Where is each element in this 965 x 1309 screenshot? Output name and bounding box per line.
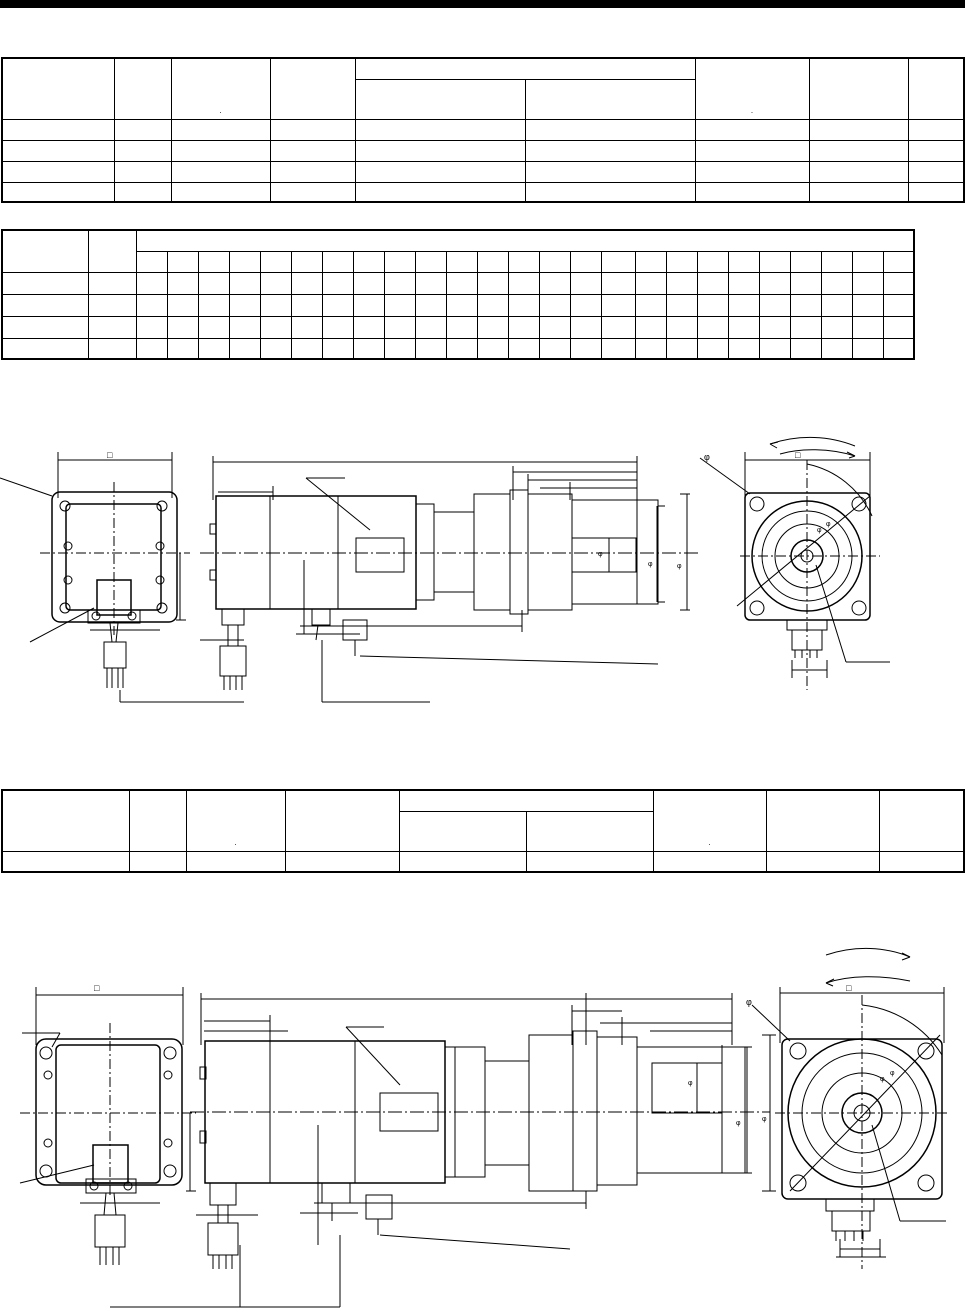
t1-header-7: . — [694, 57, 810, 120]
table-row — [1, 293, 915, 317]
t2-subheader — [352, 250, 385, 273]
t3-header-group — [398, 789, 654, 812]
t3-header-model — [1, 789, 130, 852]
phi-mark-c: φ — [746, 997, 752, 1007]
phi-mark-b2: φ — [736, 1120, 741, 1127]
spec-table-2: . . — [1, 789, 965, 873]
phi-mark-b3: φ — [762, 1116, 767, 1123]
t3-header-8 — [765, 789, 880, 852]
phi-mark-c2: φ — [817, 527, 822, 534]
square-mark-c: □ — [795, 450, 801, 460]
outline-drawing-2: □ □ φ φ φ φ φ φ — [19, 948, 950, 1308]
phi-mark-c3: φ — [826, 521, 831, 528]
phi-mark-c3: φ — [890, 1070, 895, 1077]
t2-subheader — [383, 250, 416, 273]
t1-header-4 — [269, 57, 356, 120]
t3-header-2 — [128, 789, 187, 852]
t2-subheader — [758, 250, 791, 273]
square-mark-a: □ — [107, 450, 113, 460]
table-row — [1, 315, 915, 339]
table-row — [1, 139, 965, 162]
t2-subheader — [665, 250, 698, 273]
t3-header-9 — [878, 789, 965, 852]
t2-subheader — [321, 250, 354, 273]
t1-header-8 — [808, 57, 909, 120]
t2-subheader — [569, 250, 602, 273]
t1-header-2 — [113, 57, 172, 120]
table-row — [1, 337, 915, 360]
phi-mark-c2: φ — [880, 1076, 885, 1083]
square-mark-c: □ — [846, 983, 852, 993]
t3-header-4 — [284, 789, 400, 852]
t2-subheader — [727, 250, 760, 273]
phi-mark-b1: φ — [598, 551, 603, 558]
t2-subheader — [290, 250, 323, 273]
t3-header-3: . — [185, 789, 286, 852]
t2-subheader — [476, 250, 509, 273]
phi-mark-b3: φ — [677, 563, 682, 570]
t2-subheader — [414, 250, 447, 273]
table-row — [1, 181, 965, 203]
table-row — [1, 118, 965, 141]
t2-subheader — [696, 250, 729, 273]
t1-header-model — [1, 57, 115, 120]
dimension-table — [1, 229, 916, 360]
t2-subheader — [820, 250, 853, 273]
table-row — [1, 271, 915, 295]
t2-subheader — [538, 250, 571, 273]
t2-subheader — [789, 250, 822, 273]
t2-subheader — [600, 250, 636, 273]
top-rule — [0, 0, 965, 8]
phi-mark-c: φ — [704, 452, 710, 462]
t1-header-9 — [907, 57, 965, 120]
outline-drawing-1: □ □ φ φ φ φ φ φ — [0, 437, 890, 703]
t3-header-7: . — [652, 789, 767, 852]
t2-subheader — [259, 250, 292, 273]
t3-header-5 — [398, 810, 527, 852]
t2-header-model — [1, 229, 89, 273]
t3-header-6 — [525, 810, 654, 852]
t2-subheader — [882, 250, 915, 273]
phi-mark-b2: φ — [648, 561, 653, 568]
t1-header-3: . — [170, 57, 271, 120]
t1-header-5 — [354, 78, 526, 120]
t2-subheader — [135, 250, 168, 273]
t2-subheader — [228, 250, 261, 273]
t1-header-group — [354, 57, 696, 80]
phi-mark-b1: φ — [688, 1080, 693, 1087]
square-mark-a: □ — [94, 983, 100, 993]
t2-header-group — [135, 229, 915, 252]
t2-subheader — [445, 250, 478, 273]
t2-subheader — [197, 250, 230, 273]
table-row — [1, 160, 965, 183]
t2-subheader — [166, 250, 199, 273]
t2-subheader — [851, 250, 884, 273]
t2-subheader — [634, 250, 667, 273]
spec-table-1: . . — [1, 57, 965, 203]
table-row — [1, 850, 965, 873]
t2-header-2 — [87, 229, 137, 273]
t2-subheader — [507, 250, 540, 273]
t1-header-6 — [524, 78, 696, 120]
